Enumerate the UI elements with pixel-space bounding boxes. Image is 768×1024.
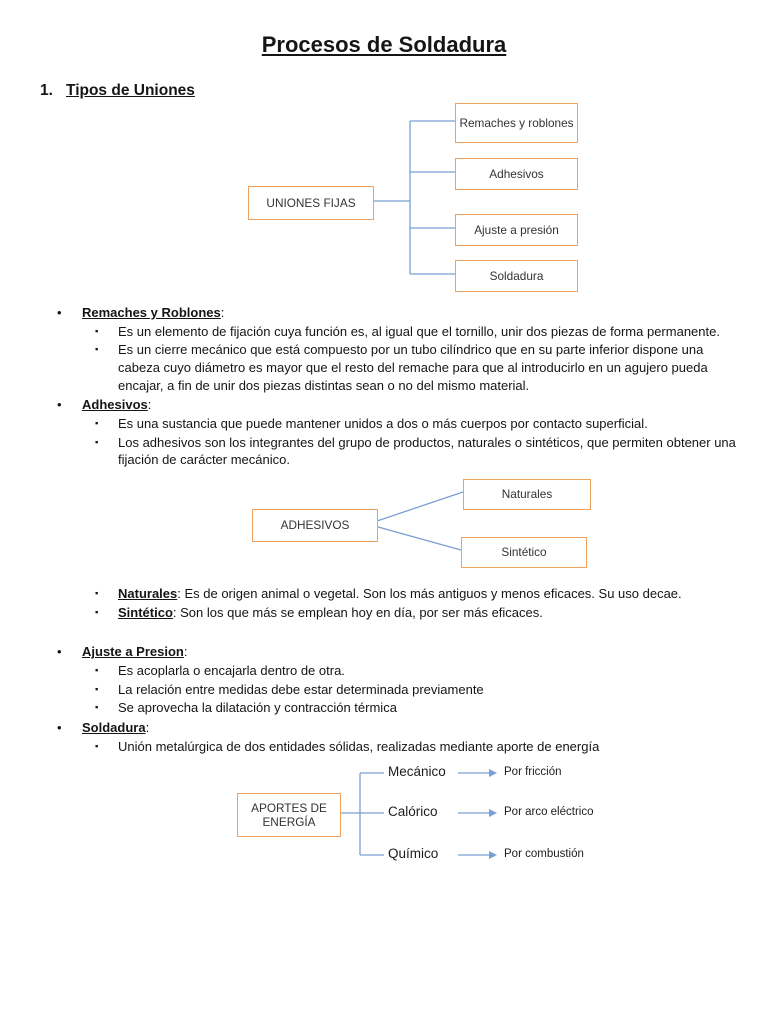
- bullet-remaches-item: ▪ Es un elemento de fijación cuya funció…: [0, 323, 768, 341]
- bullet-ajuste-item: ▪ La relación entre medidas debe estar d…: [0, 681, 768, 699]
- bullet-adhesivos-item: ▪ Los adhesivos son los integrantes del …: [0, 434, 768, 469]
- adhesivos-box-label: Adhesivos: [489, 166, 544, 181]
- bullet-text: Naturales: Es de origen animal o vegetal…: [118, 585, 682, 603]
- energy-type-quimico: Químico: [388, 846, 439, 862]
- naturales-box: Naturales: [463, 479, 591, 511]
- bullet-text: Es una sustancia que puede mantener unid…: [118, 416, 648, 432]
- bullet-adhesivos-term: • Adhesivos:: [0, 396, 768, 414]
- bullet-text: Sintético: Son los que más se emplean ho…: [118, 604, 543, 622]
- remaches-box: Remaches y roblones: [455, 103, 578, 143]
- term-remaches: Remaches y Roblones: [82, 305, 221, 320]
- bullet-ajuste-item: ▪ Es acoplarla o encajarla dentro de otr…: [0, 662, 768, 680]
- bullet-sintetico: ▪ Sintético: Son los que más se emplean …: [0, 604, 768, 622]
- bullet-ajuste-item: ▪ Se aprovecha la dilatación y contracci…: [0, 699, 768, 717]
- bullet-square-icon: ▪: [95, 740, 99, 752]
- energy-type-mecanico: Mecánico: [388, 764, 446, 780]
- bullet-text: Remaches y Roblones:: [82, 304, 224, 322]
- colon: :: [147, 397, 152, 413]
- arrow-head-icon: [489, 809, 497, 818]
- energy-result-arco: Por arco eléctrico: [504, 806, 594, 819]
- bullet-square-icon: ▪: [95, 588, 99, 600]
- uniones-fijas-label: UNIONES FIJAS: [266, 195, 356, 210]
- bullet-text: Soldadura:: [82, 719, 149, 737]
- colon: :: [145, 720, 150, 736]
- bullet-dot-icon: •: [57, 720, 62, 736]
- section-number: 1.: [40, 82, 53, 99]
- bullet-text: Es un cierre mecánico que está compuesto…: [118, 342, 708, 393]
- bullet-square-icon: ▪: [95, 683, 99, 695]
- section-heading-text: Tipos de Uniones: [66, 82, 195, 99]
- sintetico-desc: : Son los que más se emplean hoy en día,…: [172, 604, 543, 620]
- bullet-text: Se aprovecha la dilatación y contracción…: [118, 700, 397, 716]
- bullet-text: Los adhesivos son los integrantes del gr…: [118, 434, 736, 468]
- bullet-soldadura-item: ▪ Unión metalúrgica de dos entidades sól…: [0, 738, 768, 756]
- colon: :: [183, 644, 188, 660]
- sintetico-box-label: Sintético: [501, 545, 547, 560]
- bullet-adhesivos-item: ▪ Es una sustancia que puede mantener un…: [0, 415, 768, 433]
- bullet-ajuste-term: • Ajuste a Presion:: [0, 643, 768, 661]
- bullet-text: Adhesivos:: [82, 396, 151, 414]
- naturales-box-label: Naturales: [501, 487, 553, 502]
- bullet-remaches-term: • Remaches y Roblones:: [0, 304, 768, 322]
- arrow-head-icon: [489, 769, 497, 778]
- arrow-head-icon: [489, 851, 497, 860]
- naturales-desc: : Es de origen animal o vegetal. Son los…: [177, 586, 682, 602]
- bullet-dot-icon: •: [57, 644, 62, 660]
- energy-type-calorico: Calórico: [388, 804, 438, 820]
- blank-line: [0, 621, 768, 641]
- bullet-dot-icon: •: [57, 397, 62, 413]
- ajuste-box: Ajuste a presión: [455, 214, 578, 246]
- adhesivos-root-label: ADHESIVOS: [280, 518, 350, 533]
- term-sintetico: Sintético: [118, 604, 173, 620]
- diagram-adhesivos: ADHESIVOS Naturales Sintético: [0, 473, 768, 579]
- bullet-text: Es acoplarla o encajarla dentro de otra.: [118, 663, 345, 679]
- bullet-square-icon: ▪: [95, 606, 99, 618]
- ajuste-box-label: Ajuste a presión: [474, 222, 559, 237]
- bullet-text: Es un elemento de fijación cuya función …: [118, 323, 720, 339]
- bullet-text: Ajuste a Presion:: [82, 643, 188, 661]
- aportes-energia-label: APORTES DE ENERGÍA: [251, 800, 327, 830]
- sintetico-box: Sintético: [461, 537, 587, 569]
- uniones-fijas-box: UNIONES FIJAS: [248, 186, 374, 220]
- connector-lines-adhesivos: [370, 491, 464, 551]
- connector-lines-aportes: [333, 769, 497, 860]
- connector-lines-uniones: [366, 120, 455, 275]
- aportes-energia-box: APORTES DE ENERGÍA: [237, 793, 341, 838]
- energy-result-friccion: Por fricción: [504, 766, 562, 779]
- body-content-2: ▪ Naturales: Es de origen animal o veget…: [0, 585, 768, 755]
- page-title-text: Procesos de Soldadura: [261, 32, 507, 57]
- term-soldadura: Soldadura: [82, 720, 146, 736]
- term-naturales: Naturales: [118, 586, 178, 602]
- bullet-naturales: ▪ Naturales: Es de origen animal o veget…: [0, 585, 768, 603]
- bullet-square-icon: ▪: [95, 702, 99, 714]
- remaches-box-label: Remaches y roblones: [459, 115, 574, 130]
- bullet-soldadura-term: • Soldadura:: [0, 719, 768, 737]
- bullet-text: La relación entre medidas debe estar det…: [118, 681, 484, 697]
- bullet-text: Unión metalúrgica de dos entidades sólid…: [118, 738, 600, 754]
- diagram-aportes-energia: APORTES DE ENERGÍA Mecánico Calórico Quí…: [0, 761, 768, 879]
- term-ajuste: Ajuste a Presion: [82, 644, 184, 660]
- body-content: • Remaches y Roblones: ▪ Es un elemento …: [0, 304, 768, 469]
- adhesivos-root-box: ADHESIVOS: [252, 509, 378, 543]
- bullet-square-icon: ▪: [95, 325, 99, 337]
- bullet-remaches-item: ▪ Es un cierre mecánico que está compues…: [0, 341, 768, 394]
- bullet-square-icon: ▪: [95, 436, 99, 448]
- soldadura-box: Soldadura: [455, 260, 578, 292]
- bullet-square-icon: ▪: [95, 344, 99, 356]
- adhesivos-box: Adhesivos: [455, 158, 578, 190]
- soldadura-box-label: Soldadura: [489, 268, 544, 283]
- colon: :: [220, 305, 225, 320]
- section-heading: 1. Tipos de Uniones: [40, 82, 768, 100]
- diagram-uniones-fijas: UNIONES FIJAS Remaches y roblones Adhesi…: [0, 100, 768, 298]
- bullet-square-icon: ▪: [95, 418, 99, 430]
- bullet-dot-icon: •: [57, 305, 62, 320]
- term-adhesivos: Adhesivos: [82, 397, 148, 413]
- energy-result-combustion: Por combustión: [504, 848, 584, 861]
- bullet-square-icon: ▪: [95, 665, 99, 677]
- page-title: Procesos de Soldadura: [0, 0, 768, 58]
